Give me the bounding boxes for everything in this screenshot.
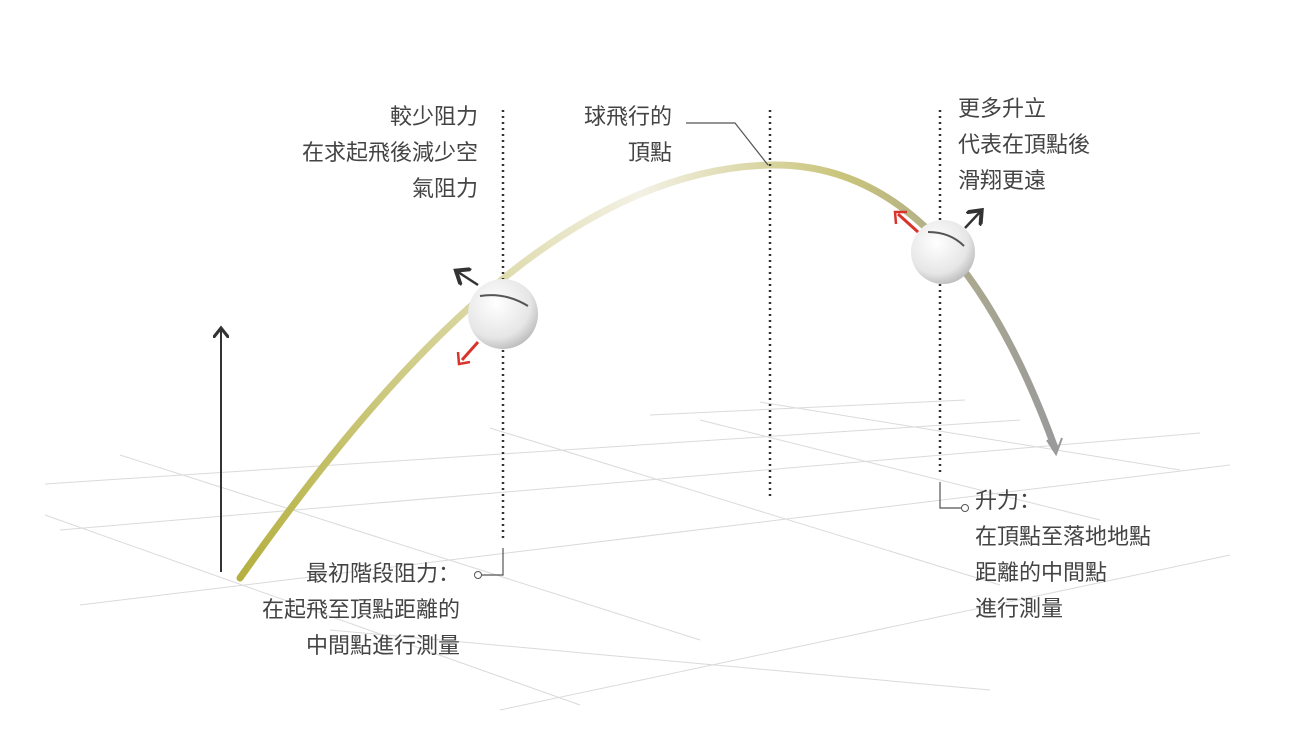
- label-line: 在頂點至落地地點: [975, 525, 1152, 550]
- label-line: 更多升立: [958, 97, 1047, 122]
- initial-drag-label: 最初階段阻力： 在起飛至頂點距離的 中間點進行測量: [262, 557, 460, 665]
- trajectory-end-arrow-icon: [1046, 437, 1063, 457]
- label-line: 最初階段阻力：: [305, 562, 460, 587]
- golf-ball-ascending: [458, 272, 538, 366]
- label-line: 中間點進行測量: [305, 634, 460, 659]
- lift-label: 升力： 在頂點至落地地點 距離的中間點 進行測量: [975, 484, 1151, 628]
- label-line: 距離的中間點: [975, 561, 1108, 586]
- label-line: 球飛行的: [583, 105, 672, 130]
- label-line: 滑翔更遠: [958, 169, 1047, 194]
- label-line: 較少阻力: [389, 105, 478, 130]
- apex-label: 球飛行的 頂點: [584, 100, 672, 172]
- connector-dot: [474, 571, 482, 579]
- label-line: 氣阻力: [411, 177, 478, 202]
- more-lift-label: 更多升立 代表在頂點後 滑翔更遠: [958, 92, 1090, 200]
- lift-arrow-icon: [964, 212, 980, 229]
- label-line: 在求起飛後減少空: [301, 141, 478, 166]
- golf-ball-descending: [893, 212, 980, 284]
- label-line: 升力：: [975, 489, 1042, 514]
- label-line: 代表在頂點後: [958, 133, 1091, 158]
- drag-arrow-icon: [460, 341, 480, 361]
- initial-drag-connector: [478, 548, 504, 576]
- less-drag-label: 較少阻力 在求起飛後減少空 氣阻力: [302, 100, 478, 208]
- lift-connector: [939, 482, 962, 509]
- ground-grid: [44, 399, 1231, 711]
- ball-trajectory: [236, 161, 1059, 582]
- label-line: 進行測量: [975, 597, 1064, 622]
- label-line: 在起飛至頂點距離的: [261, 598, 460, 623]
- drag-arrow-icon: [896, 212, 920, 234]
- apex-leader-line: [686, 122, 769, 166]
- connector-dot: [961, 504, 969, 512]
- measurement-lines: [501, 110, 942, 540]
- label-line: 頂點: [627, 141, 672, 166]
- lift-arrow-icon: [458, 272, 479, 287]
